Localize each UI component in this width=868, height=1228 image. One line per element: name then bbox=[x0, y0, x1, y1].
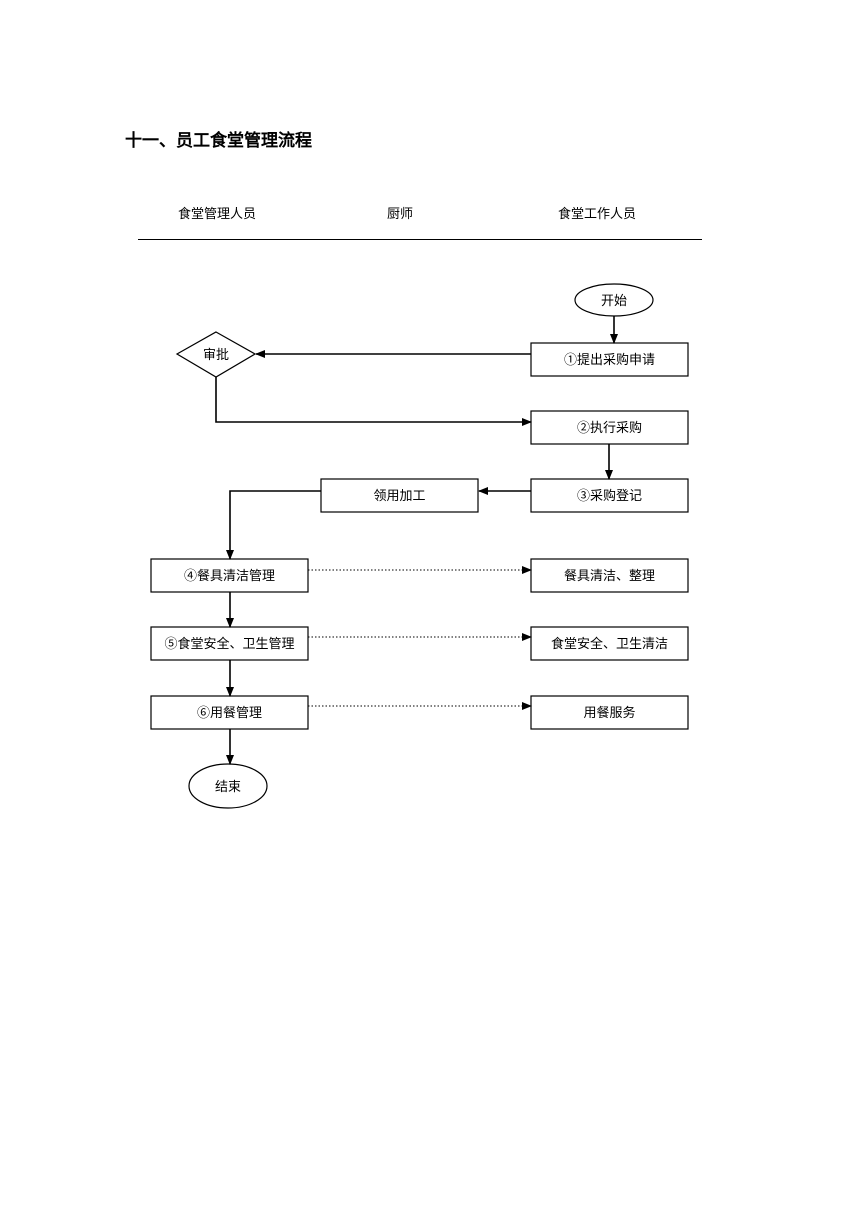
tableware-clean-label: 餐具清洁、整理 bbox=[564, 568, 655, 584]
meal-service-label: 用餐服务 bbox=[583, 705, 635, 721]
process-node: 领用加工 bbox=[320, 478, 479, 513]
page-title: 十一、员工食堂管理流程 bbox=[125, 131, 312, 151]
safety-mgmt-node: ⑤食堂安全、卫生管理 bbox=[150, 626, 309, 661]
safety-mgmt-label: ⑤食堂安全、卫生管理 bbox=[164, 636, 294, 652]
execute-purchase-label: ②执行采购 bbox=[577, 420, 642, 436]
safety-clean-node: 食堂安全、卫生清洁 bbox=[530, 626, 689, 661]
end-node: 结束 bbox=[188, 763, 268, 809]
arrow-approve-to-execute bbox=[215, 377, 532, 426]
header-divider bbox=[138, 239, 702, 240]
lane-header-chef: 厨师 bbox=[387, 207, 414, 222]
start-label: 开始 bbox=[601, 294, 627, 309]
meal-mgmt-node: ⑥用餐管理 bbox=[150, 695, 309, 730]
apply-purchase-label: ①提出采购申请 bbox=[564, 352, 655, 368]
lane-header-canteen-manager: 食堂管理人员 bbox=[178, 207, 257, 222]
purchase-register-node: ③采购登记 bbox=[530, 478, 689, 513]
tableware-mgmt-node: ④餐具清洁管理 bbox=[150, 558, 309, 593]
apply-purchase-node: ①提出采购申请 bbox=[530, 342, 689, 377]
process-label: 领用加工 bbox=[373, 489, 425, 504]
start-node: 开始 bbox=[574, 283, 654, 317]
execute-purchase-node: ②执行采购 bbox=[530, 410, 689, 445]
tableware-clean-node: 餐具清洁、整理 bbox=[530, 558, 689, 593]
approve-node: 审批 bbox=[175, 331, 257, 378]
lane-header-canteen-staff: 食堂工作人员 bbox=[558, 207, 637, 222]
end-label: 结束 bbox=[215, 780, 241, 795]
meal-mgmt-label: ⑥用餐管理 bbox=[197, 705, 262, 721]
arrow-process-to-tableware bbox=[226, 490, 321, 560]
tableware-mgmt-label: ④餐具清洁管理 bbox=[184, 568, 275, 584]
approve-label: 审批 bbox=[203, 348, 229, 363]
purchase-register-label: ③采购登记 bbox=[577, 488, 642, 504]
safety-clean-label: 食堂安全、卫生清洁 bbox=[551, 636, 668, 652]
meal-service-node: 用餐服务 bbox=[530, 695, 689, 730]
